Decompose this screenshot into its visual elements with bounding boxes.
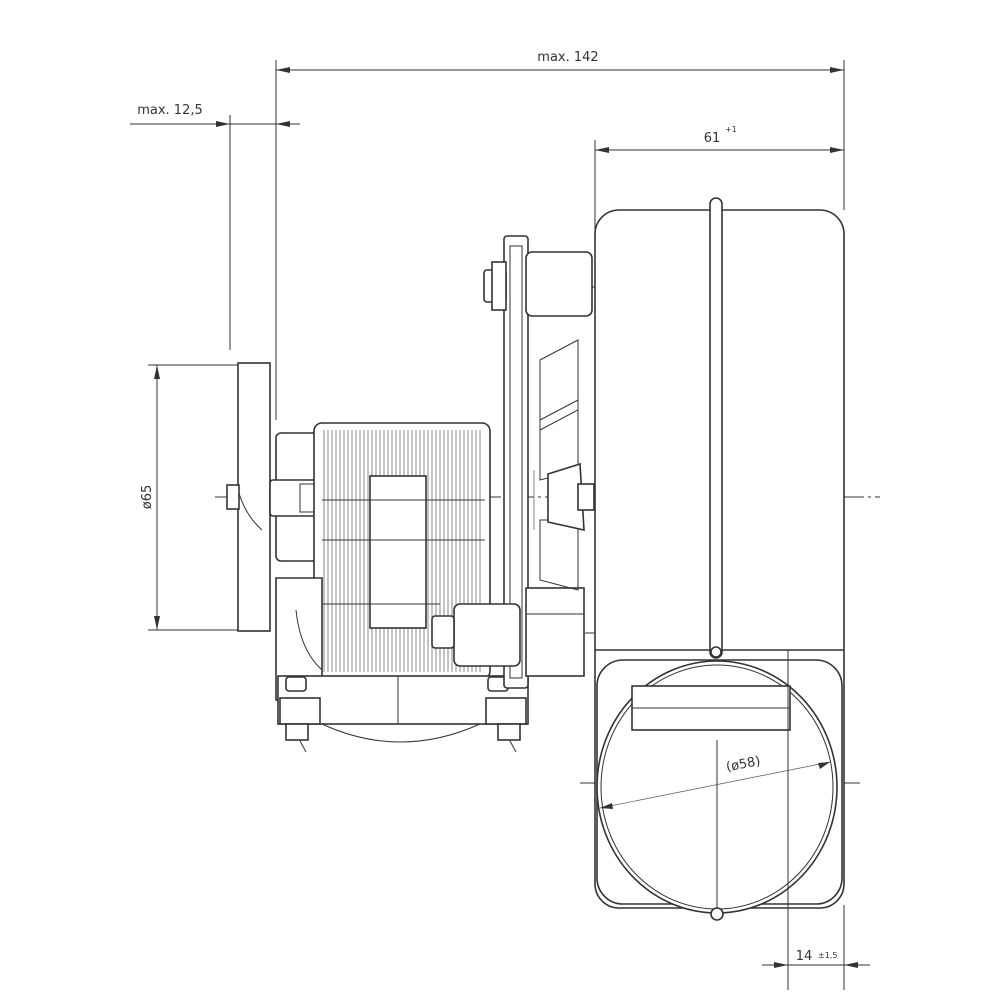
dimension-overall-length: max. 142	[275, 50, 845, 420]
flange-diameter-label: ø65	[140, 485, 155, 510]
outlet-diameter-label: (ø58)	[725, 754, 762, 775]
outlet: (ø58)	[596, 659, 843, 921]
dimension-outlet-offset: 14 ±1,5	[762, 650, 870, 990]
dimension-flange-diameter: ø65	[140, 364, 240, 631]
impeller	[533, 339, 595, 591]
motor-base	[275, 577, 529, 753]
spacer-bolt-bottom	[431, 587, 585, 677]
flange-offset-label: max. 12,5	[137, 103, 203, 118]
motor-shaft	[269, 432, 321, 562]
dimension-flange-offset: max. 12,5	[130, 103, 300, 350]
dimension-housing-width: 61 +1	[594, 125, 844, 240]
motor-body	[313, 422, 491, 680]
mounting-plate	[503, 235, 529, 689]
housing-width-label: 61	[704, 131, 721, 146]
outlet-offset-tolerance: ±1,5	[818, 951, 837, 960]
mounting-flange	[226, 362, 271, 632]
overall-length-label: max. 142	[537, 50, 598, 65]
housing-width-tolerance: +1	[725, 125, 737, 134]
outlet-offset-label: 14	[796, 949, 813, 964]
spacer-bolt-top	[483, 251, 593, 317]
